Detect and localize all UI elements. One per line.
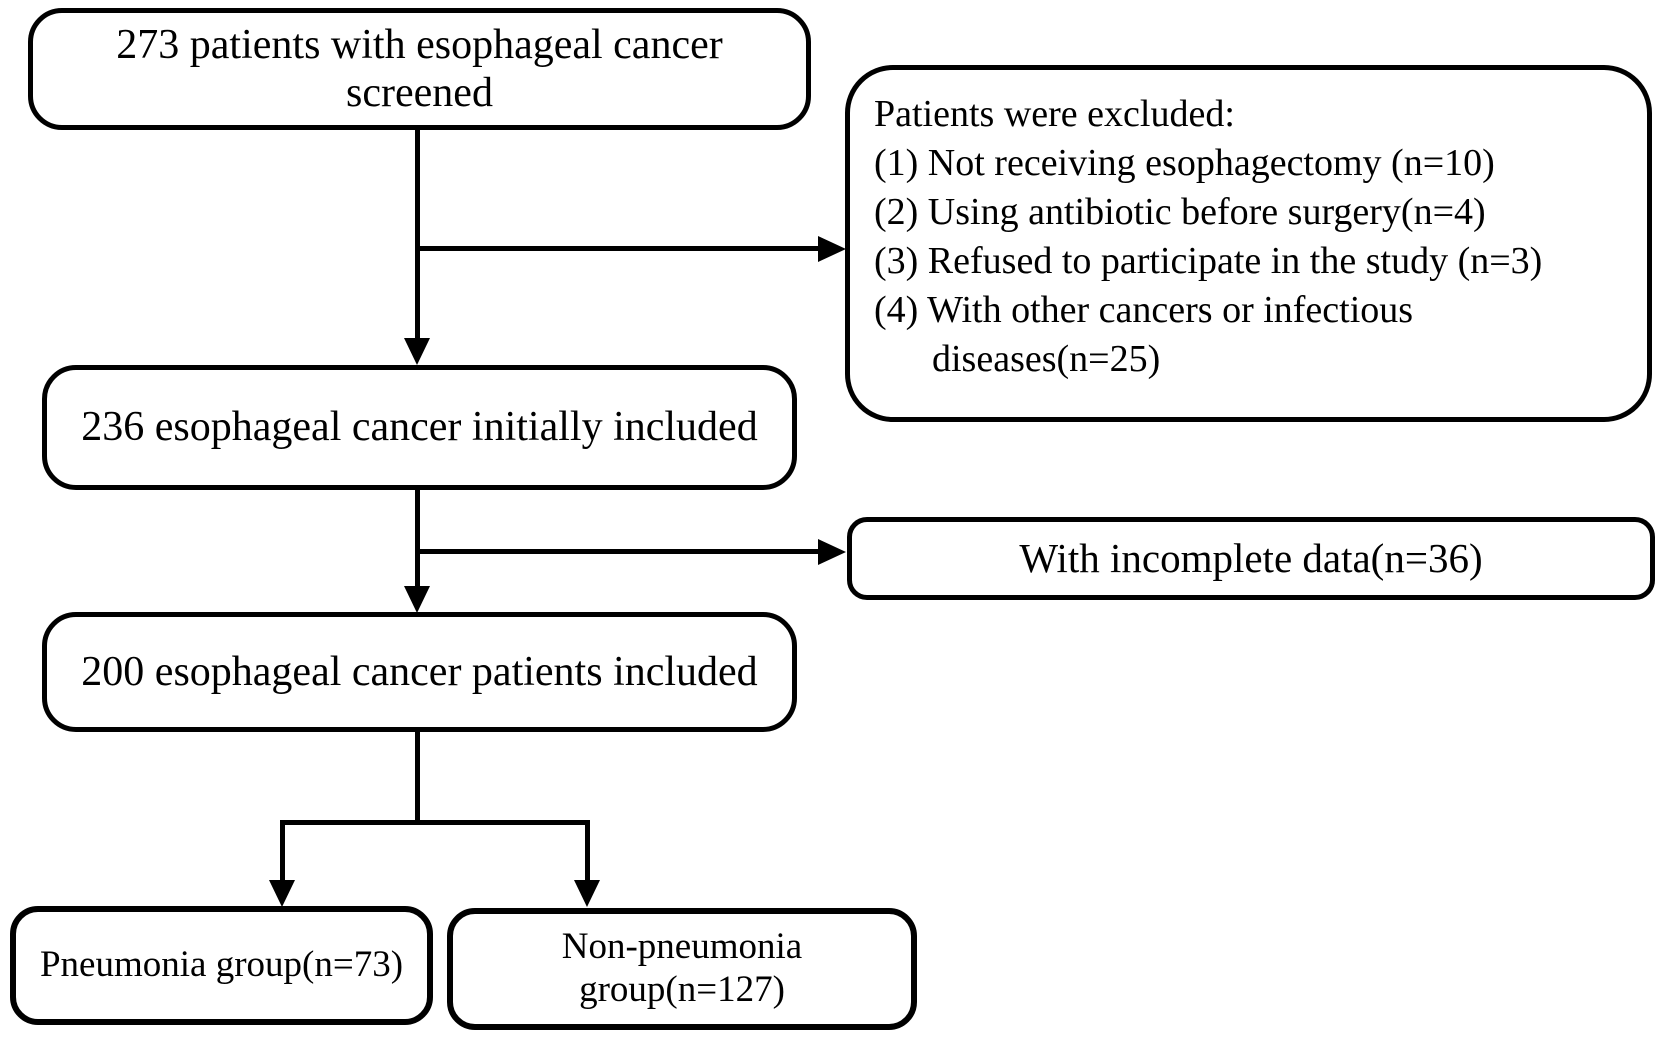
connector-to-pneumonia (280, 820, 285, 882)
box-pneumonia-group-label: Pneumonia group(n=73) (39, 944, 404, 986)
box-patients-screened-label: 273 patients with esophageal cancer scre… (116, 21, 723, 116)
box-initially-included-label: 236 esophageal cancer initially included (81, 404, 758, 451)
box-patients-excluded: Patients were excluded: (1) Not receivin… (845, 65, 1652, 422)
split-bar (280, 820, 590, 825)
connector-included-to-split (415, 732, 420, 824)
box-patients-included-label: 200 esophageal cancer patients included (81, 648, 758, 695)
connector-screened-to-initially (415, 130, 420, 342)
excluded-item-1: (1) Not receiving esophagectomy (n=10) (874, 142, 1495, 184)
box-non-pneumonia-group-label: Non-pneumonia group(n=127) (561, 926, 803, 1010)
connector-to-excluded (417, 246, 819, 251)
box-initially-included: 236 esophageal cancer initially included (42, 365, 797, 490)
box-incomplete-data-label: With incomplete data(n=36) (1019, 534, 1483, 581)
box-incomplete-data: With incomplete data(n=36) (847, 517, 1655, 600)
excluded-item-4: (4) With other cancers or infectious dis… (874, 289, 1414, 380)
connector-initially-to-included (415, 490, 420, 588)
arrowhead-into-non-pneumonia (574, 880, 600, 907)
excluded-item-2: (2) Using antibiotic before surgery(n=4) (874, 191, 1486, 233)
arrowhead-into-excluded (818, 236, 846, 262)
arrowhead-into-initially-included (404, 338, 430, 365)
box-pneumonia-group: Pneumonia group(n=73) (10, 906, 433, 1025)
box-patients-included: 200 esophageal cancer patients included (42, 612, 797, 732)
box-patients-screened: 273 patients with esophageal cancer scre… (28, 8, 811, 130)
arrowhead-into-incomplete-data (818, 539, 846, 565)
excluded-item-3: (3) Refused to participate in the study … (874, 240, 1543, 282)
arrowhead-into-pneumonia (269, 880, 295, 907)
connector-to-non-pneumonia (585, 820, 590, 882)
arrowhead-into-included (404, 586, 430, 613)
box-non-pneumonia-group: Non-pneumonia group(n=127) (447, 908, 917, 1030)
connector-to-incomplete-data (417, 549, 819, 554)
excluded-title: Patients were excluded: (874, 93, 1235, 135)
